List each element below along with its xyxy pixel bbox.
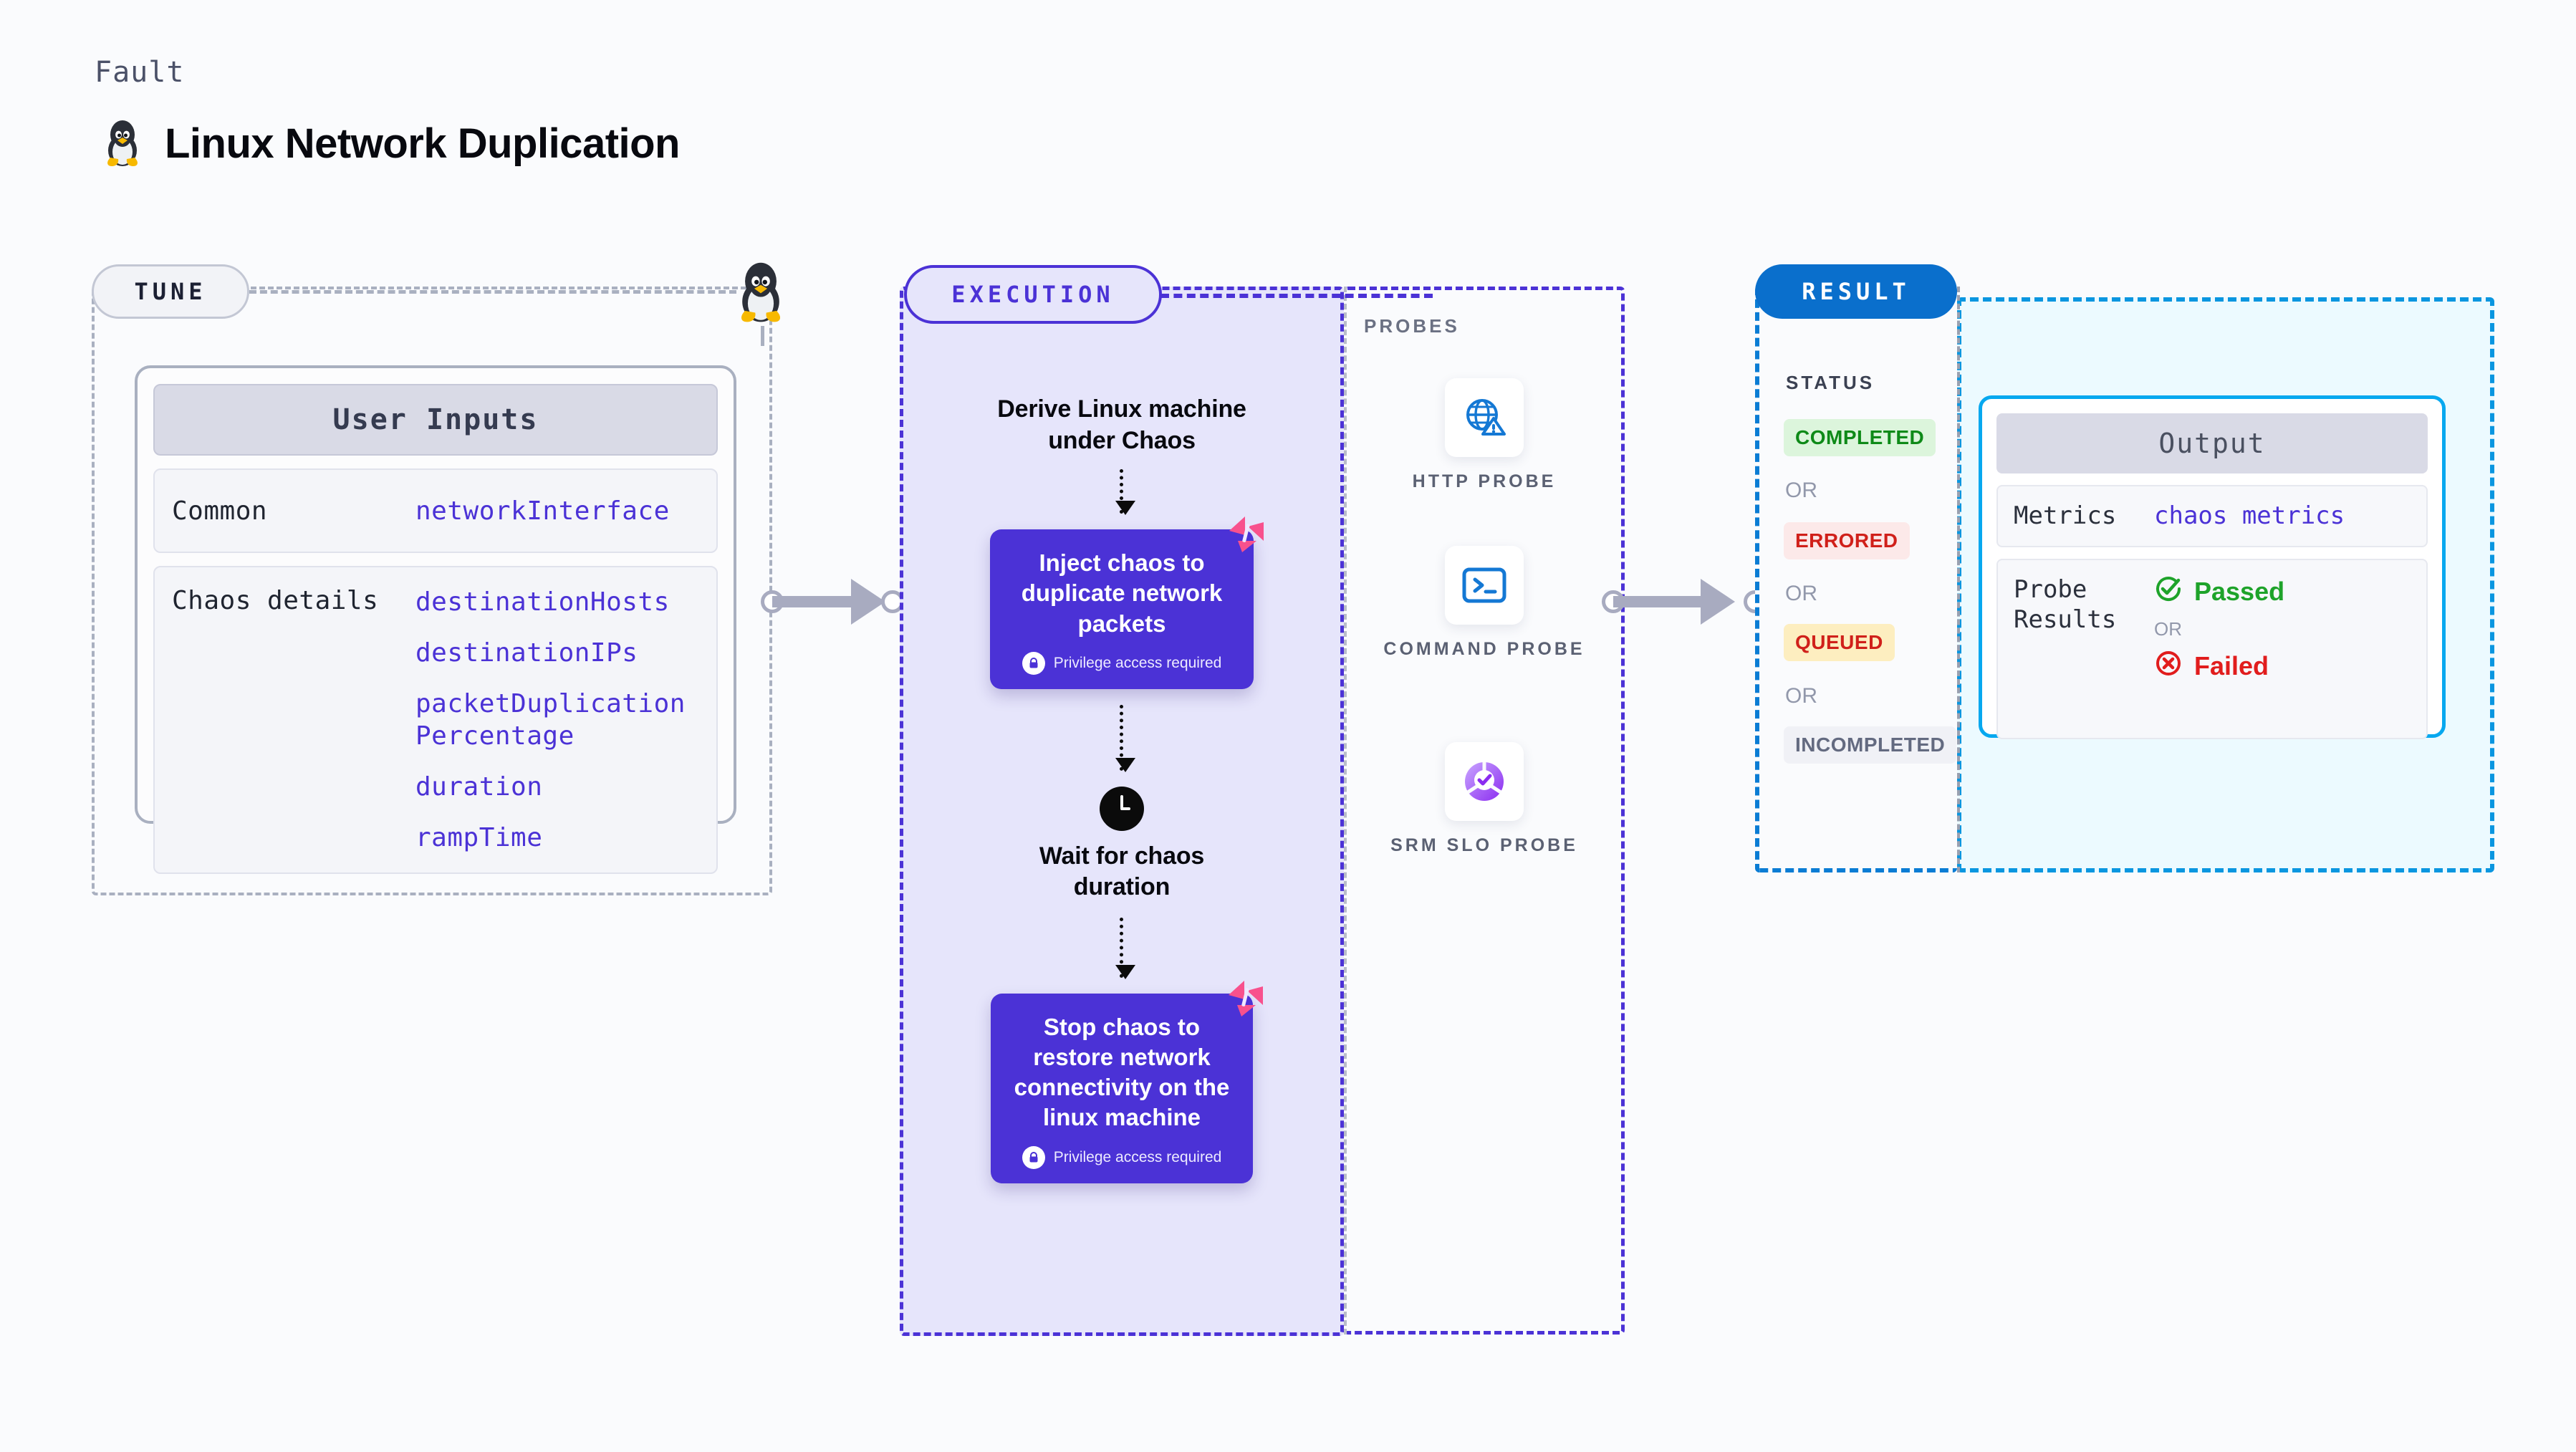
- tune-section-values: destinationHosts destinationIPs packetDu…: [415, 586, 699, 854]
- check-circle-icon: [2154, 574, 2183, 610]
- tune-section-chaos-details: Chaos details destinationHosts destinati…: [153, 566, 718, 874]
- status-or-label: OR: [1785, 684, 1817, 708]
- probe-result-failed-label: Failed: [2194, 651, 2269, 681]
- probe-result-or-label: OR: [2154, 617, 2182, 640]
- connector-tune-to-execution: [761, 573, 904, 630]
- tune-input-destinationips[interactable]: destinationIPs: [415, 638, 638, 668]
- flow-arrow: [1115, 704, 1135, 772]
- execution-pill[interactable]: EXECUTION: [904, 265, 1162, 324]
- result-panel: [1755, 287, 1957, 872]
- tune-connector-stub: [761, 326, 764, 346]
- probe-item-command[interactable]: COMMAND PROBE: [1344, 546, 1625, 662]
- connector-shaft: [772, 596, 873, 607]
- fault-title-row: Linux Network Duplication: [100, 116, 681, 171]
- terminal-prompt-icon: [1445, 546, 1524, 625]
- slo-donut-check-icon: [1445, 742, 1524, 821]
- output-metrics-label: Metrics: [2014, 501, 2117, 530]
- harness-mark-icon: [1224, 511, 1269, 557]
- x-circle-icon: [2154, 649, 2183, 684]
- status-badge-completed: COMPLETED: [1784, 419, 1936, 456]
- tune-section-common: Common networkInterface: [153, 468, 718, 553]
- tune-pill[interactable]: TUNE: [92, 264, 249, 319]
- tune-input-ramptime[interactable]: rampTime: [415, 823, 543, 852]
- connector-execution-to-result: [1602, 573, 1767, 630]
- privilege-note: Privilege access required: [1006, 651, 1238, 675]
- tune-dashed-connector: [249, 290, 736, 294]
- privilege-note-text: Privilege access required: [1053, 1148, 1222, 1165]
- page-title: Linux Network Duplication: [165, 120, 681, 167]
- execution-dashed-connector: [1160, 294, 1433, 298]
- tune-section-label: Chaos details: [172, 586, 379, 615]
- execution-step-wait: Wait for chaos duration: [1039, 842, 1205, 901]
- connector-shaft: [1613, 596, 1722, 607]
- probes-left-divider: [1344, 287, 1347, 1335]
- probe-result-passed: Passed: [2154, 574, 2284, 610]
- execution-flow: Derive Linux machine under Chaos Inject …: [900, 394, 1344, 1183]
- probe-result-values: Passed OR Failed: [2154, 574, 2284, 684]
- execution-step-derive: Derive Linux machine under Chaos: [997, 395, 1246, 454]
- tune-input-duration[interactable]: duration: [415, 772, 543, 802]
- probe-caption: SRM SLO PROBE: [1390, 835, 1578, 855]
- probes-section-label: PROBES: [1364, 315, 1460, 337]
- linux-penguin-icon: [100, 116, 145, 171]
- status-badge-errored: ERRORED: [1784, 522, 1910, 559]
- linux-penguin-icon: [732, 256, 789, 328]
- status-badge-queued: QUEUED: [1784, 624, 1895, 661]
- status-badge-incompleted: INCOMPLETED: [1784, 726, 1957, 764]
- output-row-probe-results: Probe Results Passed OR: [1996, 558, 2428, 739]
- probe-caption: HTTP PROBE: [1412, 471, 1557, 491]
- output-card-title: Output: [1996, 413, 2428, 473]
- clock-icon: [1100, 786, 1144, 831]
- chaos-step-label: Stop chaos to restore network connectivi…: [1014, 1013, 1230, 1131]
- execution-panel: Derive Linux machine under Chaos Inject …: [900, 287, 1344, 1336]
- result-right-divider: [1957, 287, 1960, 872]
- tune-section-label: Common: [172, 496, 268, 526]
- tune-input-destinationhosts[interactable]: destinationHosts: [415, 587, 670, 617]
- result-pill[interactable]: RESULT: [1755, 264, 1957, 319]
- connector-arrowhead: [1701, 579, 1735, 625]
- probe-caption: COMMAND PROBE: [1383, 639, 1585, 659]
- tune-panel: User Inputs Common networkInterface Chao…: [92, 287, 772, 895]
- result-panel-border: [1755, 287, 1957, 872]
- globe-warning-icon: [1445, 378, 1524, 457]
- execution-step-inject-chaos[interactable]: Inject chaos to duplicate network packet…: [990, 516, 1264, 689]
- tune-input-packetduplicationpercentage[interactable]: packetDuplicationPercentage: [415, 689, 686, 751]
- privilege-note: Privilege access required: [1006, 1145, 1237, 1169]
- output-row-metrics: Metrics chaos metrics: [1996, 485, 2428, 547]
- harness-mark-icon: [1223, 975, 1269, 1021]
- status-or-label: OR: [1785, 479, 1817, 502]
- chaos-step-label: Inject chaos to duplicate network packet…: [1021, 549, 1223, 637]
- output-probe-results-label: Probe Results: [2014, 574, 2117, 635]
- probe-item-http[interactable]: HTTP PROBE: [1344, 378, 1625, 494]
- probe-result-failed: Failed: [2154, 649, 2284, 684]
- status-or-label: OR: [1785, 582, 1817, 605]
- tune-section-values: networkInterface: [415, 495, 670, 527]
- fault-eyebrow-label: Fault: [95, 56, 185, 89]
- probe-result-passed-label: Passed: [2194, 577, 2285, 606]
- privilege-note-text: Privilege access required: [1053, 654, 1222, 671]
- status-section-label: STATUS: [1786, 372, 1875, 393]
- output-metrics-value[interactable]: chaos metrics: [2154, 501, 2345, 531]
- lock-icon: [1022, 651, 1045, 675]
- lock-icon: [1022, 1145, 1045, 1169]
- execution-step-stop-chaos[interactable]: Stop chaos to restore network connectivi…: [991, 980, 1263, 1183]
- user-inputs-card: User Inputs Common networkInterface Chao…: [135, 365, 736, 874]
- output-card: Output Metrics chaos metrics Probe Resul…: [1979, 395, 2446, 739]
- tune-input-networkinterface[interactable]: networkInterface: [415, 496, 670, 526]
- flow-arrow: [1115, 469, 1135, 516]
- flow-arrow: [1115, 917, 1135, 979]
- probe-item-srm-slo[interactable]: SRM SLO PROBE: [1344, 742, 1625, 858]
- connector-arrowhead: [851, 579, 885, 625]
- user-inputs-title: User Inputs: [153, 384, 718, 456]
